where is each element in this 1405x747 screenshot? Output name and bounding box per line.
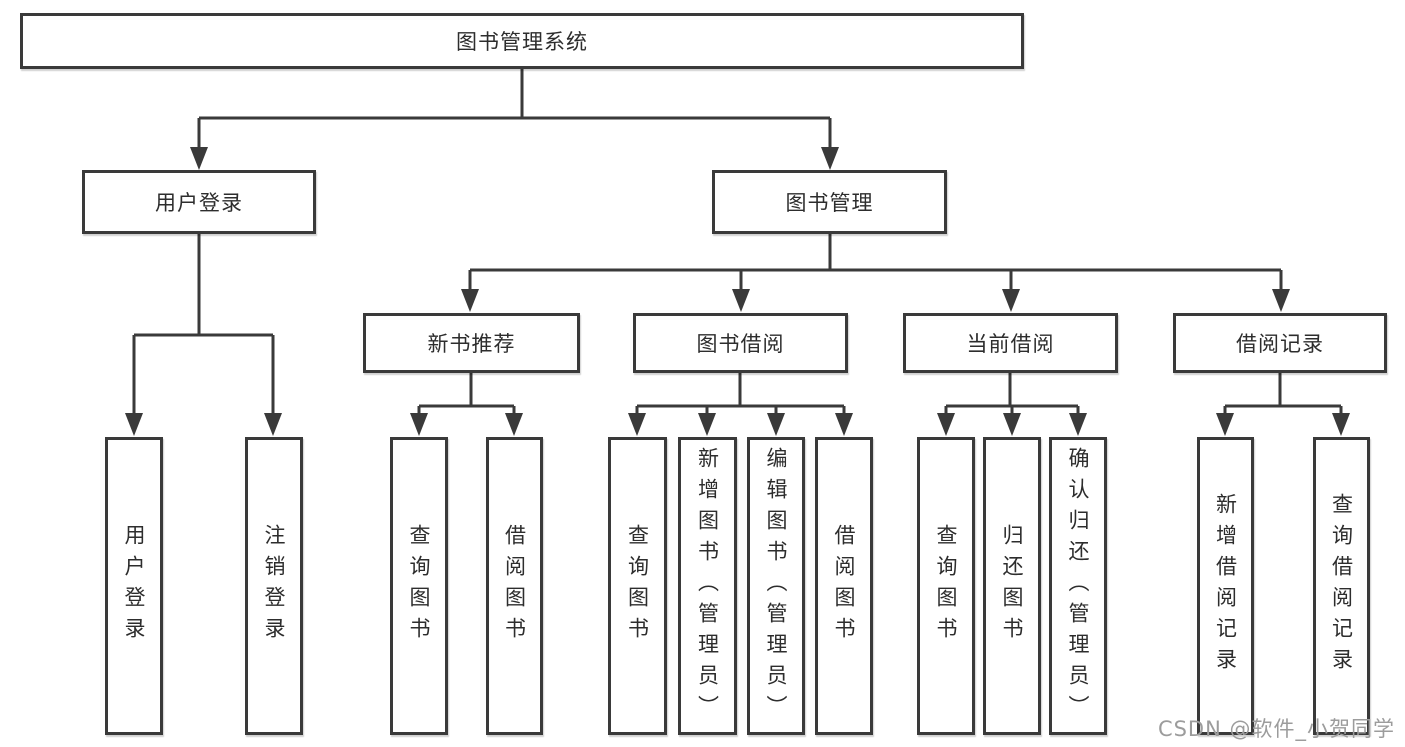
- node-current-borrowing: 当前借阅: [903, 313, 1118, 373]
- node-library-management-system: 图书管理系统: [20, 13, 1024, 69]
- node-book-borrowing: 图书借阅: [633, 313, 848, 373]
- leaf-add-books-admin: 新增图书（管理员）: [678, 437, 737, 735]
- leaf-borrow-books-borrow: 借阅图书: [815, 437, 873, 735]
- leaf-query-books-borrow: 查询图书: [608, 437, 667, 735]
- node-borrowing-records: 借阅记录: [1173, 313, 1387, 373]
- leaf-return-books: 归还图书: [983, 437, 1041, 735]
- leaf-add-borrow-records: 新增借阅记录: [1197, 437, 1254, 735]
- csdn-watermark: CSDN @软件_小贺同学: [1157, 717, 1395, 741]
- leaf-query-books-recommend: 查询图书: [390, 437, 448, 735]
- node-new-book-recommendation: 新书推荐: [363, 313, 580, 373]
- leaf-query-books-current: 查询图书: [917, 437, 975, 735]
- leaf-user-login: 用户登录: [105, 437, 163, 735]
- node-user-login: 用户登录: [82, 170, 316, 234]
- leaf-confirm-return-admin: 确认归还（管理员）: [1049, 437, 1107, 735]
- leaf-borrow-books-recommend: 借阅图书: [486, 437, 543, 735]
- node-book-management: 图书管理: [712, 170, 947, 234]
- leaf-logout-login: 注销登录: [245, 437, 303, 735]
- leaf-edit-books-admin: 编辑图书（管理员）: [747, 437, 805, 735]
- leaf-query-borrow-records: 查询借阅记录: [1313, 437, 1370, 735]
- arrowheads: [125, 147, 1350, 436]
